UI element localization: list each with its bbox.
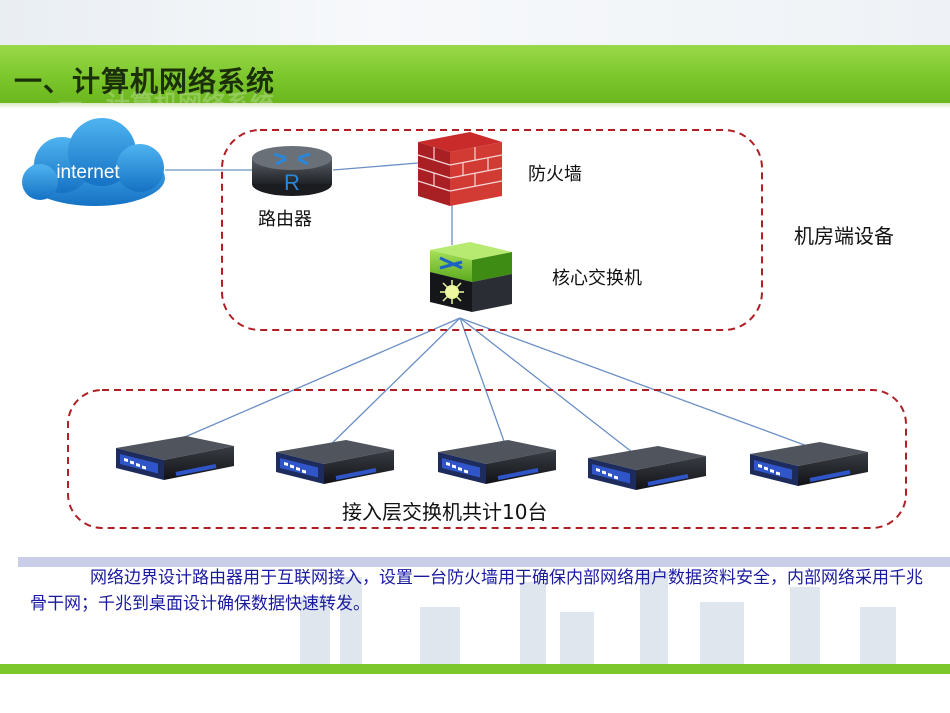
core-switch-label: 核心交换机 — [552, 268, 642, 289]
machine-room-boundary — [221, 129, 763, 331]
link-access-3 — [459, 317, 511, 459]
router-label: 路由器 — [258, 209, 312, 230]
link-access-1 — [177, 317, 461, 441]
access-switch-icon-3 — [436, 438, 558, 486]
internet-label: internet — [56, 162, 120, 183]
access-layer-boundary — [67, 389, 907, 529]
title-divider — [0, 103, 950, 109]
firewall-icon — [417, 132, 503, 206]
machine-room-label: 机房端设备 — [794, 224, 894, 248]
access-switch-icon-4 — [586, 444, 708, 492]
access-links — [177, 317, 819, 471]
skyline-background — [0, 567, 950, 667]
caption-divider — [18, 557, 950, 567]
link-access-5 — [459, 317, 819, 451]
link-access-4 — [459, 317, 656, 471]
link-access-2 — [319, 317, 461, 456]
firewall-label: 防火墙 — [528, 164, 582, 185]
page-title: 一、计算机网络系统 — [14, 65, 276, 98]
header-background — [0, 0, 950, 45]
access-switch-icon-5 — [748, 440, 870, 488]
caption-text: 网络边界设计路由器用于互联网接入，设置一台防火墙用于确保内部网络用户数据资料安全… — [30, 568, 923, 614]
router-icon — [252, 146, 332, 196]
router-letter: R — [284, 170, 300, 195]
link-router-firewall — [332, 162, 419, 171]
access-switch-icon-1 — [114, 434, 236, 482]
core-switch-icon — [430, 242, 512, 312]
access-switch-icon-2 — [274, 438, 396, 486]
access-layer-label: 接入层交换机共计10台 — [342, 500, 548, 524]
title-bar — [0, 45, 950, 103]
footer-strip — [0, 664, 950, 674]
internet-cloud-icon — [22, 118, 165, 206]
